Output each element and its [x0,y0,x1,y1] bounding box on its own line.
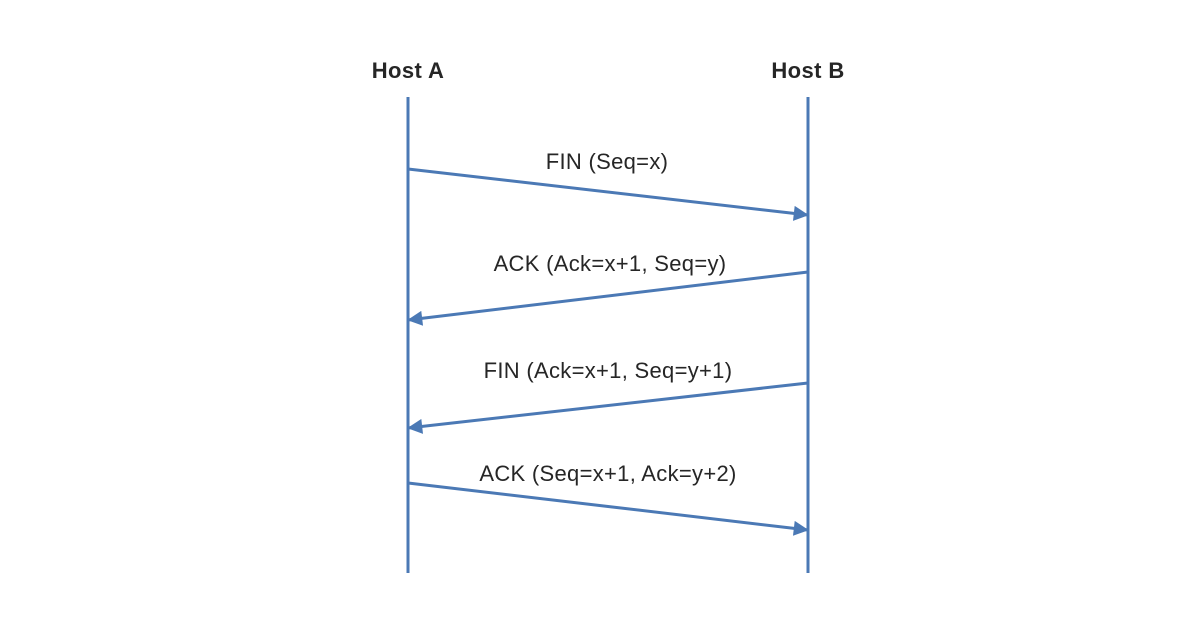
message-arrow-1 [407,270,809,326]
message-label-3: ACK (Seq=x+1, Ack=y+2) [479,461,737,486]
message-arrow-2 [407,381,809,434]
actor-label-host-b: Host B [771,58,845,83]
actor-label-host-a: Host A [371,58,445,83]
message-arrow-3 [407,481,809,536]
message-label-0: FIN (Seq=x) [545,149,669,174]
message-arrow-0 [407,167,809,221]
message-label-2: FIN (Ack=x+1, Seq=y+1) [483,358,733,383]
message-label-1: ACK (Ack=x+1, Seq=y) [493,251,727,276]
